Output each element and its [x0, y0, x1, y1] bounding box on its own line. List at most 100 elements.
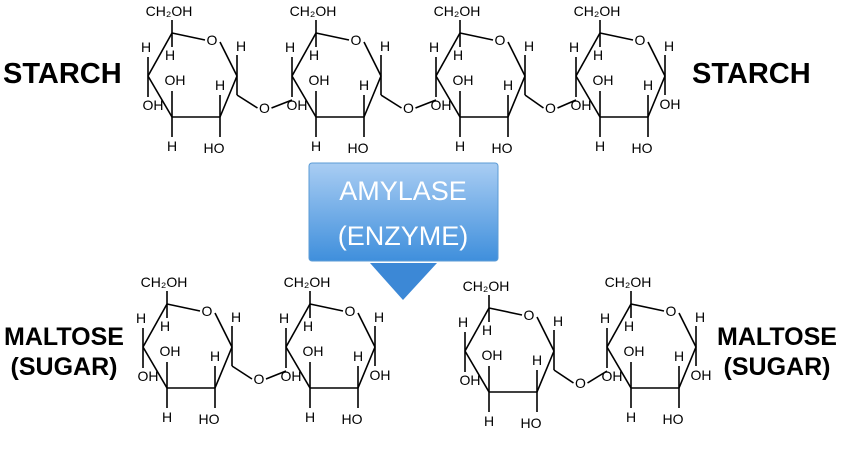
ring-bond	[647, 41, 666, 77]
ch2oh-label: CH₂OH	[284, 274, 331, 290]
ring-bond	[536, 316, 555, 352]
bridge-bond	[265, 370, 287, 380]
ring-oxygen-label: O	[635, 32, 646, 48]
ring-bond	[678, 346, 697, 389]
maltose-left-sugar: (SUGAR)	[10, 353, 118, 381]
hydrogen-label: H	[160, 318, 170, 334]
glycosidic-bridge: O	[236, 94, 293, 116]
ring-bond	[357, 346, 376, 389]
ring-bond	[507, 41, 526, 77]
hydroxyl-label: OH	[309, 72, 330, 88]
bridge-bond	[380, 94, 402, 109]
ring-bond	[459, 32, 494, 41]
ring-bond	[285, 346, 311, 389]
hydroxyl-label: OH	[287, 97, 308, 113]
glycosidic-bridge: O	[380, 94, 437, 116]
hydrogen-label: H	[162, 409, 172, 425]
ring-bond	[219, 41, 238, 77]
ring-oxygen-label: O	[666, 303, 677, 319]
ch2oh-label: CH₂OH	[290, 3, 337, 19]
glycosidic-bridge: O	[524, 94, 577, 116]
hydrogen-label: H	[305, 409, 315, 425]
hydrogen-label: H	[524, 38, 534, 54]
hydrogen-label: H	[210, 348, 220, 364]
hydrogen-label: H	[311, 138, 321, 154]
hydroxyl-label: OH	[660, 96, 681, 112]
hydrogen-label: H	[303, 318, 313, 334]
ring-bond	[214, 312, 233, 348]
hydroxyl-label: OH	[370, 367, 391, 383]
enzyme-name: AMYLASE	[339, 176, 467, 206]
ring-bond	[435, 32, 461, 77]
hydrogen-label: H	[569, 39, 579, 55]
ring-bond	[488, 307, 523, 316]
ring-bond	[678, 312, 697, 348]
ring-bond	[285, 303, 311, 348]
hydroxyl-label: HO	[348, 140, 369, 156]
ring-bond	[606, 346, 632, 389]
hydrogen-label: H	[285, 39, 295, 55]
ring-bond	[171, 32, 206, 41]
ch2oh-label: CH₂OH	[141, 274, 188, 290]
enzyme-arrow: AMYLASE (ENZYME)	[308, 162, 499, 300]
ring-bond	[575, 75, 601, 118]
bridge-bond	[553, 369, 574, 384]
hydrogen-label: H	[429, 39, 439, 55]
ring-bond	[435, 75, 461, 118]
hydrogen-label: H	[380, 38, 390, 54]
maltose-label-right: MALTOSE (SUGAR)	[714, 322, 840, 382]
glycosidic-bridge: O	[231, 365, 287, 387]
hydroxyl-label: HO	[492, 140, 513, 156]
hydroxyl-label: OH	[482, 347, 503, 363]
ch2oh-label: CH₂OH	[146, 3, 193, 19]
hydrogen-label: H	[309, 47, 319, 63]
ring-bond	[363, 41, 382, 77]
ring-bond	[507, 75, 526, 118]
hydrogen-label: H	[279, 310, 289, 326]
hydrogen-label: H	[624, 318, 634, 334]
hydroxyl-label: OH	[160, 343, 181, 359]
ring-bond	[363, 75, 382, 118]
maltose-left-name: MALTOSE	[4, 323, 124, 351]
hydroxyl-label: OH	[460, 372, 481, 388]
ring-bond	[166, 303, 201, 312]
bridge-bond	[587, 370, 608, 384]
hydroxyl-label: OH	[138, 368, 159, 384]
ch2oh-label: CH₂OH	[463, 278, 510, 294]
ring-bond	[291, 32, 317, 77]
bridge-bond	[524, 94, 544, 109]
hydrogen-label: H	[141, 39, 151, 55]
hydrogen-label: H	[353, 348, 363, 364]
hydroxyl-label: OH	[453, 72, 474, 88]
ch2oh-label: CH₂OH	[605, 274, 652, 290]
starch-label-right: STARCH	[692, 58, 811, 90]
ring-bond	[464, 350, 490, 393]
hydrogen-label: H	[484, 413, 494, 429]
hydrogen-label: H	[482, 322, 492, 338]
hydroxyl-label: OH	[165, 72, 186, 88]
hydroxyl-label: HO	[521, 415, 542, 431]
hydroxyl-label: HO	[204, 140, 225, 156]
ring-bond	[357, 312, 376, 348]
bridge-oxygen-label: O	[254, 371, 265, 387]
ring-oxygen-label: O	[207, 32, 218, 48]
enzyme-type: (ENZYME)	[338, 221, 469, 251]
bridge-bond	[271, 99, 293, 109]
ring-oxygen-label: O	[202, 303, 213, 319]
bridge-oxygen-label: O	[403, 100, 414, 116]
hydroxyl-label: OH	[303, 343, 324, 359]
hydrogen-label: H	[593, 47, 603, 63]
hydrogen-label: H	[215, 77, 225, 93]
hydroxyl-label: OH	[691, 367, 712, 383]
hydrogen-label: H	[503, 77, 513, 93]
arrow-head	[370, 263, 437, 300]
ring-bond	[647, 75, 666, 118]
ring-bond	[147, 32, 173, 77]
hydrogen-label: H	[359, 77, 369, 93]
